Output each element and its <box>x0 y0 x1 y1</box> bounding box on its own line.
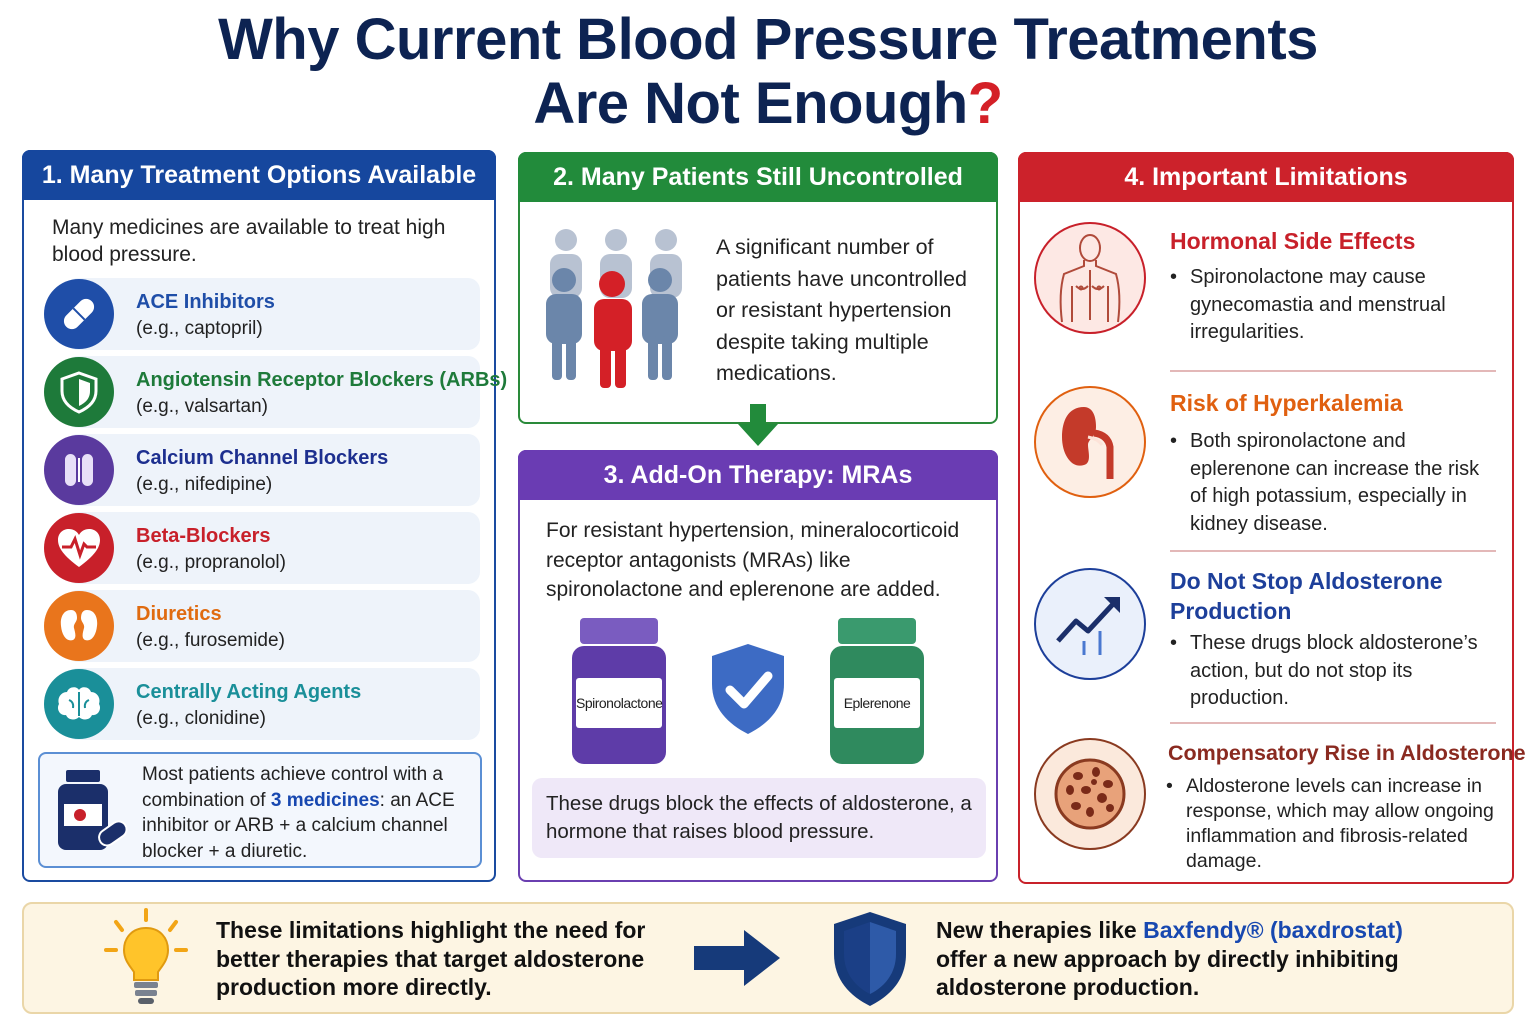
banner-right-post: offer a new approach by directly inhibit… <box>936 945 1399 1001</box>
drug-row-bg <box>66 356 480 428</box>
combination-text: Most patients achieve control with a com… <box>142 762 476 864</box>
drug-row-bg <box>66 512 480 584</box>
panel2-header: 2. Many Patients Still Uncontrolled <box>518 152 998 202</box>
bottle-cap <box>580 618 658 644</box>
panel4-header: 4. Important Limitations <box>1018 152 1514 202</box>
male-torso-icon <box>1034 222 1146 334</box>
drug-example: (e.g., clonidine) <box>136 708 266 729</box>
panel2-text: A significant number of patients have un… <box>716 235 968 385</box>
drug-item-beta: Beta-Blockers (e.g., propranolol) <box>44 512 480 584</box>
calcium-channel-icon <box>44 435 114 505</box>
kidney-icon <box>1034 386 1146 498</box>
drug-item-diuretic: Diuretics (e.g., furosemide) <box>44 590 480 662</box>
panel-add-on-therapy: 3. Add-On Therapy: MRAs For resistant hy… <box>518 450 998 882</box>
conclusion-banner: These limitations highlight the need for… <box>22 902 1514 1014</box>
banner-left-text: These limitations highlight the need for… <box>216 917 646 1000</box>
limitation-heading: Compensatory Rise in Aldosterone <box>1168 741 1526 765</box>
panel-uncontrolled-patients: 2. Many Patients Still Uncontrolled A si… <box>518 152 998 424</box>
limitation-bullets: Spironolactone may cause gynecomastia an… <box>1170 264 1500 347</box>
panel-limitations: 4. Important Limitations Hormonal Side E… <box>1018 152 1526 884</box>
title-line-2: Are Not Enough? <box>0 72 1536 136</box>
drug-example: (e.g., captopril) <box>136 318 263 339</box>
panel1-intro: Many medicines are available to treat hi… <box>52 216 446 266</box>
drug-name: Beta-Blockers <box>136 525 271 547</box>
drug-example: (e.g., nifedipine) <box>136 474 273 495</box>
limitation-bullet: Both spironolactone and eplerenone can i… <box>1170 428 1500 538</box>
shield-check-icon <box>712 644 784 734</box>
drug-item-arb: Angiotensin Receptor Blockers (ARBs) (e.… <box>44 356 507 428</box>
combination-note: Most patients achieve control with a com… <box>38 752 482 868</box>
patients-group-icon <box>546 229 682 388</box>
bottle-cap <box>838 618 916 644</box>
lightbulb-icon <box>104 908 188 1004</box>
limitation-bullets: Both spironolactone and eplerenone can i… <box>1170 428 1500 538</box>
limitation-bullet: Aldosterone levels can increase in respo… <box>1166 774 1496 874</box>
arrow-right-icon <box>694 930 780 986</box>
panel3-note: These drugs block the effects of aldoste… <box>532 778 986 858</box>
panel3-header: 3. Add-On Therapy: MRAs <box>518 450 998 500</box>
shield-icon <box>834 912 906 1006</box>
spironolactone-bottle: Spironolactone <box>572 618 666 764</box>
drug-name: Angiotensin Receptor Blockers (ARBs) <box>136 369 508 391</box>
medicine-bottle-pills-icon <box>58 770 128 850</box>
question-mark: ? <box>967 71 1003 136</box>
title-line-1: Why Current Blood Pressure Treatments <box>218 7 1318 72</box>
kidney-icon <box>44 591 114 661</box>
drug-row-bg <box>66 668 480 740</box>
title-line-2-text: Are Not Enough <box>533 71 968 136</box>
combination-pre: Most patients achieve control with a com… <box>142 764 443 811</box>
drug-example: (e.g., furosemide) <box>136 630 285 651</box>
drug-name: ACE Inhibitors <box>136 291 275 313</box>
bottle-label: Eplerenone <box>834 678 920 728</box>
drug-name: Diuretics <box>136 603 222 625</box>
heart-pulse-icon <box>44 513 114 583</box>
panel3-text: For resistant hypertension, mineralocort… <box>546 519 960 601</box>
divider <box>1170 370 1496 372</box>
drug-item-central: Centrally Acting Agents (e.g., clonidine… <box>44 668 480 740</box>
drug-example: (e.g., propranolol) <box>136 552 286 573</box>
banner-right-text: New therapies like Baxfendy® (baxdrostat… <box>936 916 1456 1002</box>
divider <box>1170 550 1496 552</box>
drug-name: Calcium Channel Blockers <box>136 447 389 469</box>
combination-post: : an ACE inhibitor or ARB + a calcium ch… <box>142 789 455 862</box>
drug-item-ace: ACE Inhibitors (e.g., captopril) <box>44 278 480 350</box>
divider <box>1170 722 1496 724</box>
drug-row-bg <box>66 434 480 506</box>
limitation-heading: Hormonal Side Effects <box>1170 228 1416 254</box>
banner-right-pre: New therapies like <box>936 917 1144 943</box>
limitation-heading: Do Not Stop Aldosterone Production <box>1170 568 1443 624</box>
drug-example: (e.g., valsartan) <box>136 396 268 417</box>
arrow-down-icon <box>738 404 778 446</box>
trend-up-icon <box>1034 568 1146 680</box>
limitation-bullets: These drugs block aldosterone’s action, … <box>1170 630 1500 713</box>
limitation-bullet: These drugs block aldosterone’s action, … <box>1170 630 1500 713</box>
drug-name: Centrally Acting Agents <box>136 681 362 703</box>
panel-treatment-options: 1. Many Treatment Options Available Many… <box>22 150 507 882</box>
limitation-bullets: Aldosterone levels can increase in respo… <box>1166 774 1496 874</box>
page-title: Why Current Blood Pressure Treatments Ar… <box>0 8 1536 136</box>
limitation-heading: Risk of Hyperkalemia <box>1170 390 1403 416</box>
banner-brand: Baxfendy® (baxdrostat) <box>1143 917 1403 943</box>
shield-icon <box>44 357 114 427</box>
drug-row-bg <box>66 278 480 350</box>
bottle-label: Spironolactone <box>576 678 663 728</box>
combination-highlight: 3 medicines <box>270 789 380 811</box>
drug-item-ccb: Calcium Channel Blockers (e.g., nifedipi… <box>44 434 480 506</box>
limitation-bullet: Spironolactone may cause gynecomastia an… <box>1170 264 1500 347</box>
drug-row-bg <box>66 590 480 662</box>
panel1-header: 1. Many Treatment Options Available <box>22 150 496 200</box>
eplerenone-bottle: Eplerenone <box>830 618 924 764</box>
capsule-icon <box>44 279 114 349</box>
brain-icon <box>44 669 114 739</box>
tissue-cells-icon <box>1034 738 1146 850</box>
